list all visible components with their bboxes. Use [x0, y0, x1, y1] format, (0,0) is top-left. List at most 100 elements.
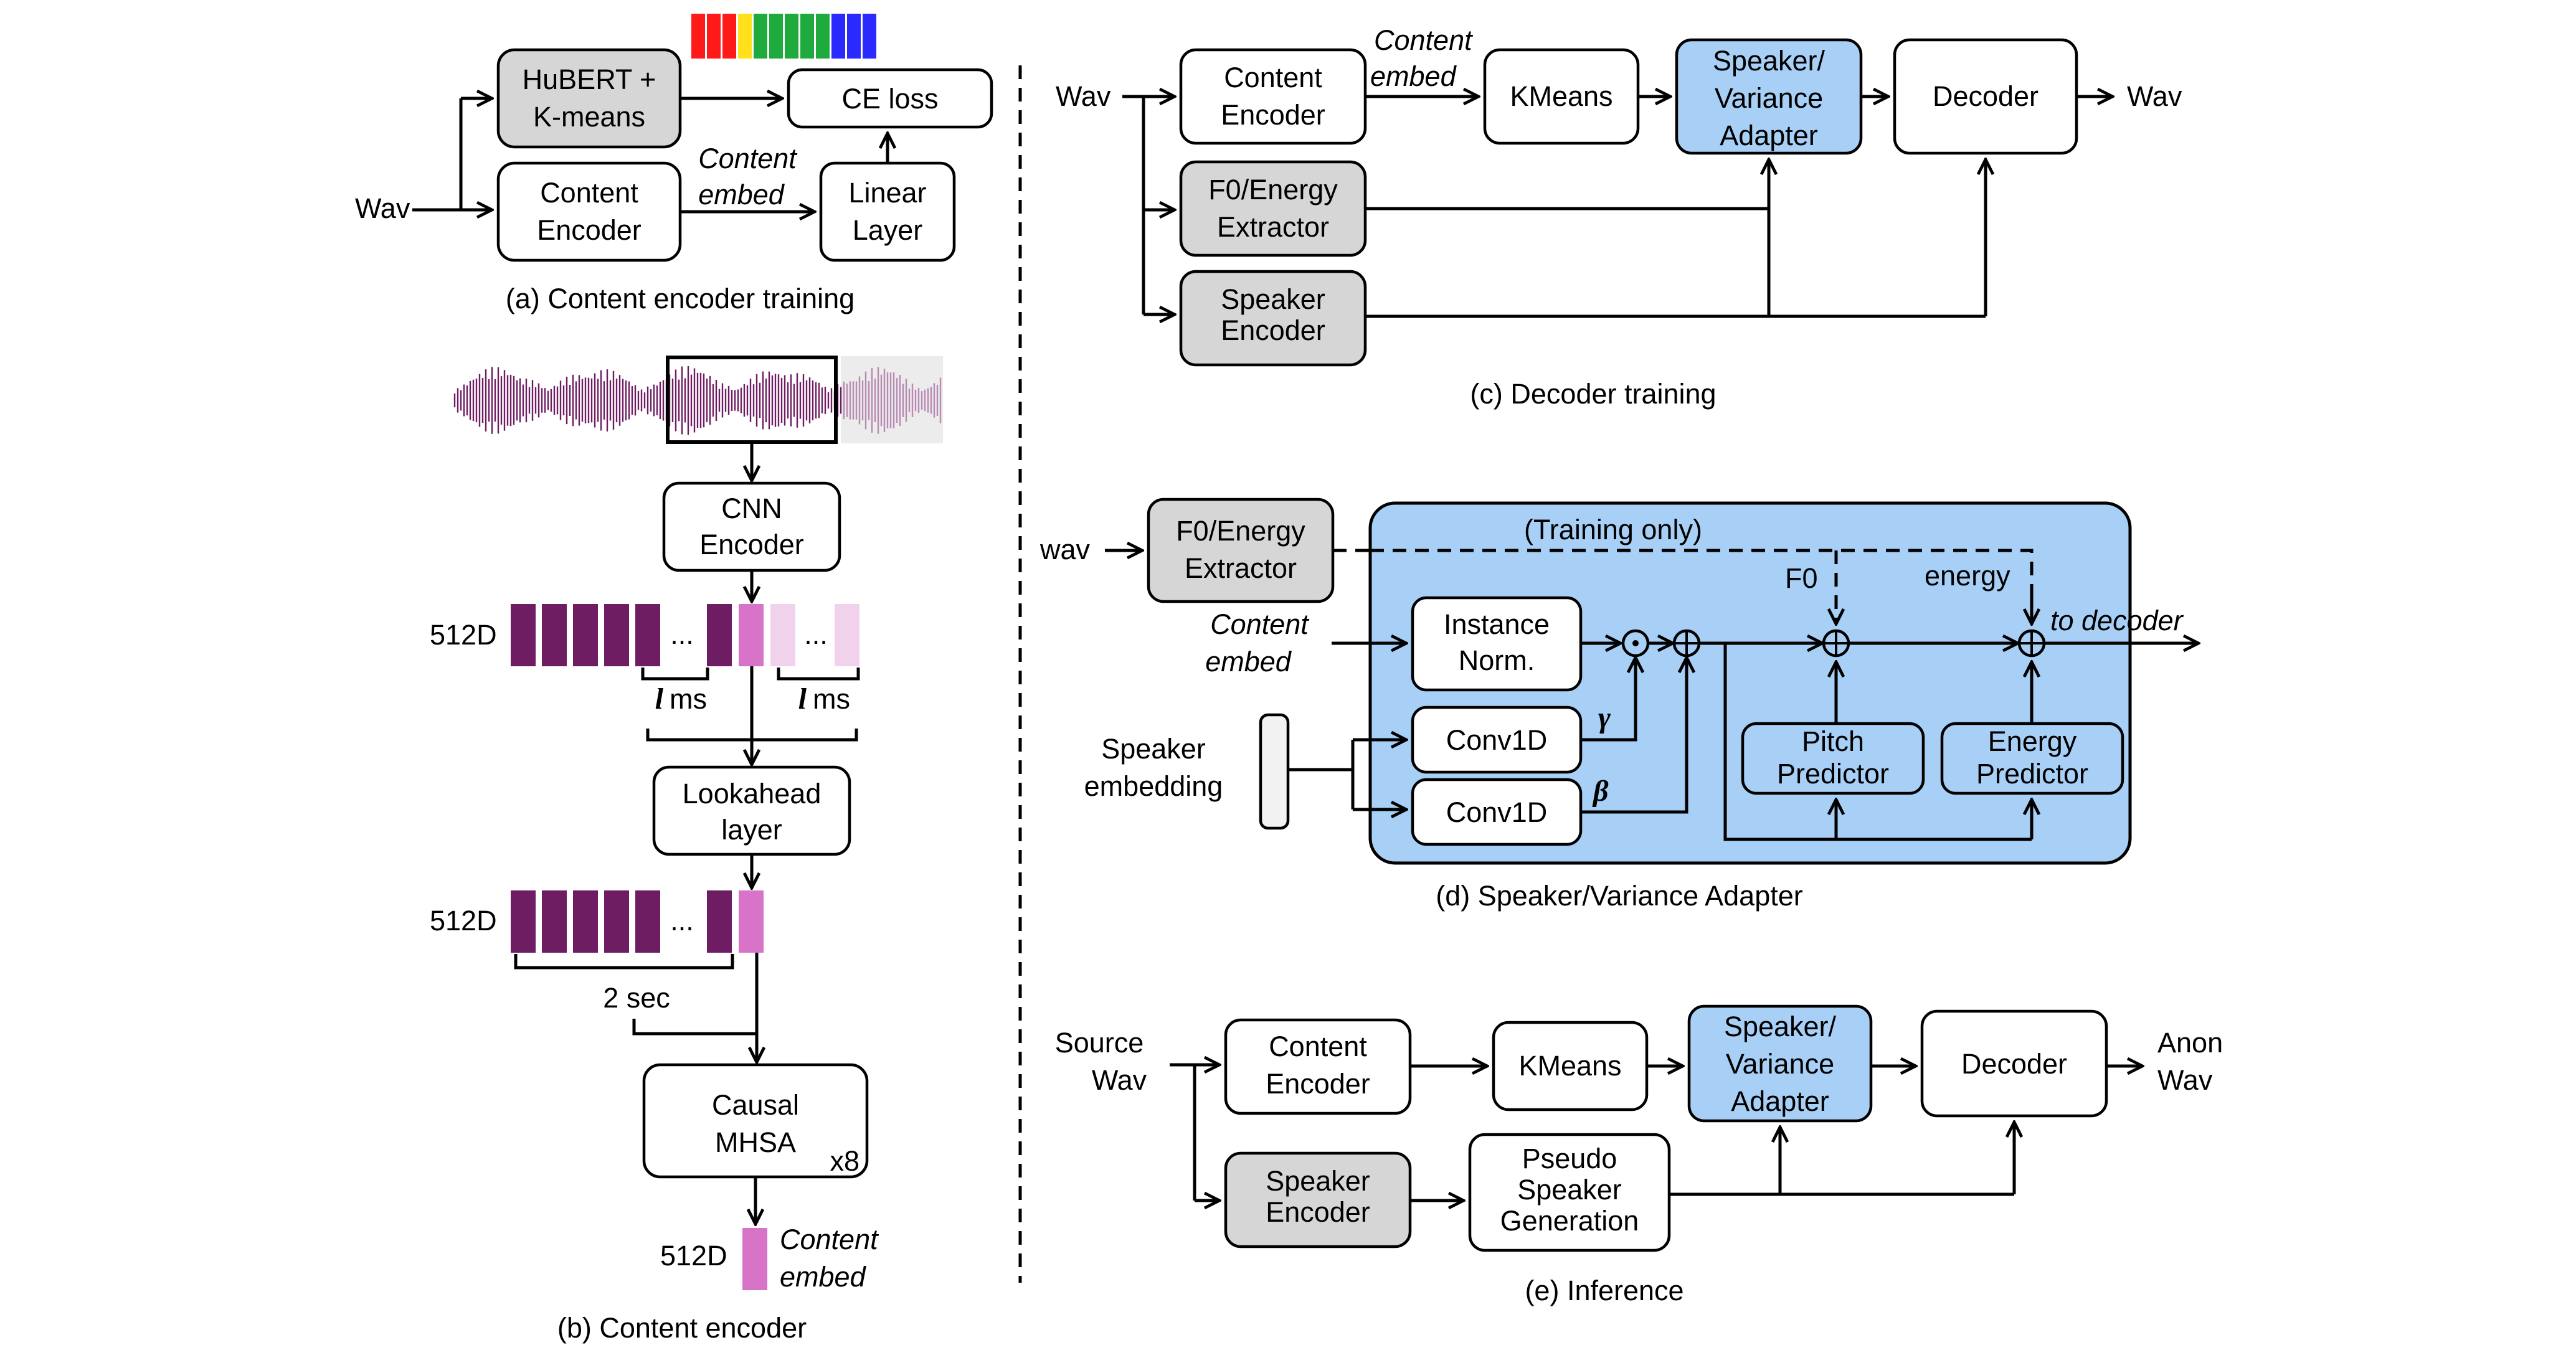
brace-left: [641, 668, 709, 681]
a-content-encoder-label-2: Encoder: [537, 214, 642, 246]
pseudo-label-2: Speaker: [1517, 1174, 1622, 1206]
mhsa-label-2: MHSA: [715, 1126, 796, 1158]
a-wav-label: Wav: [355, 192, 410, 224]
d-f0-energy-extractor-box: F0/Energy Extractor: [1147, 498, 1335, 603]
e-sva-label-1: Speaker/: [1724, 1011, 1837, 1042]
e-content-encoder-label-1: Content: [1269, 1031, 1367, 1062]
c-speaker-variance-adapter-box: Speaker/ Variance Adapter: [1675, 38, 1863, 155]
e-sva-label-2: Variance: [1726, 1048, 1834, 1080]
to-decoder-label: to decoder: [2050, 605, 2184, 636]
token-red-3: [722, 14, 736, 59]
pitch-label-2: Predictor: [1777, 758, 1889, 790]
add-operator-2: [1822, 629, 1850, 658]
frame-current: [739, 890, 764, 953]
x8-label: x8: [830, 1145, 859, 1177]
hubert-label-2: K-means: [533, 101, 645, 133]
c-f0-energy-extractor-box: F0/Energy Extractor: [1179, 160, 1367, 257]
d-content-embed-label-1: Content: [1210, 608, 1310, 640]
dim-label-2: 512D: [430, 905, 497, 937]
linear-layer-box: Linear Layer: [819, 161, 956, 262]
token-blue-2: [847, 14, 861, 59]
cnn-label-1: CNN: [721, 493, 782, 524]
token-green-5: [816, 14, 830, 59]
a-content-embed-label-1: Content: [698, 143, 798, 174]
f0-label: F0: [1785, 562, 1818, 594]
instance-norm-box: Instance Norm.: [1411, 596, 1583, 692]
c-content-encoder-label-1: Content: [1224, 62, 1322, 93]
energy-predictor-box: Energy Predictor: [1940, 722, 2124, 795]
c-wav-in-label: Wav: [1056, 80, 1111, 112]
pseudo-label-3: Generation: [1500, 1205, 1639, 1237]
pitch-predictor-box: Pitch Predictor: [1741, 722, 1925, 795]
frame-dark: [573, 604, 598, 666]
ellipsis-3: ...: [670, 905, 694, 937]
anon-wav-label-1: Anon: [2157, 1027, 2223, 1059]
pseudo-speaker-generation-box: Pseudo Speaker Generation: [1468, 1133, 1671, 1252]
future-context-shade: [841, 356, 943, 443]
speaker-embedding-label-2: embedding: [1084, 770, 1223, 802]
e-sva-label-3: Adapter: [1731, 1085, 1829, 1117]
lookahead-label-1: Lookahead: [683, 778, 822, 809]
a-content-encoder-label-1: Content: [540, 177, 638, 209]
panel-c-decoder-training: Wav Content Encoder Content embed KMeans…: [1056, 24, 2182, 410]
pitch-label-1: Pitch: [1802, 725, 1864, 757]
bracket-lookahead: [646, 729, 858, 742]
frame-dark: [604, 890, 629, 953]
speaker-embedding-vector: [1259, 713, 1290, 830]
e-speaker-variance-adapter-box: Speaker/ Variance Adapter: [1687, 1004, 1873, 1123]
frame-dark: [542, 890, 567, 953]
frame-dark: [604, 604, 629, 666]
c-content-embed-label-2: embed: [1370, 60, 1457, 92]
frame-dark: [635, 604, 660, 666]
c-sva-label-2: Variance: [1715, 82, 1823, 114]
d-f0-label-1: F0/Energy: [1176, 515, 1305, 547]
token-green-1: [754, 14, 767, 59]
e-content-encoder-box: Content Encoder: [1224, 1018, 1412, 1115]
c-content-embed-label-1: Content: [1374, 24, 1474, 56]
e-decoder-box: Decoder: [1920, 1009, 2108, 1118]
b-content-embed-label-2: embed: [780, 1261, 867, 1293]
embedding-frames-row-1: [511, 604, 859, 666]
frame-dark: [511, 604, 536, 666]
c-speaker-encoder-label-2: Encoder: [1221, 314, 1325, 346]
inorm-label-1: Instance: [1444, 608, 1550, 640]
frame-dark: [707, 604, 732, 666]
frame-dark: [707, 890, 732, 953]
causal-mhsa-box: Causal MHSA x8: [642, 1063, 869, 1179]
d-wav-label: wav: [1039, 534, 1091, 565]
token-red-2: [707, 14, 721, 59]
frame-dark: [635, 890, 660, 953]
training-only-label: (Training only): [1524, 514, 1702, 545]
dim-label-3: 512D: [660, 1240, 727, 1272]
beta-symbol: β: [1592, 775, 1609, 808]
lookahead-layer-box: Lookahead layer: [652, 765, 851, 856]
dim-label-1: 512D: [430, 619, 497, 651]
lms-label-left: ms: [670, 683, 707, 715]
e-kmeans-label: KMeans: [1518, 1050, 1621, 1082]
two-sec-label: 2 sec: [603, 982, 670, 1014]
c-wav-out-label: Wav: [2127, 80, 2182, 112]
linear-label-1: Linear: [848, 177, 926, 209]
hubert-kmeans-box: HuBERT + K-means: [496, 48, 682, 149]
a-content-encoder-box: Content Encoder: [496, 161, 682, 262]
lms-label-right: ms: [813, 683, 850, 715]
cnn-encoder-box: CNN Encoder: [662, 481, 841, 572]
mhsa-label-1: Causal: [712, 1089, 799, 1121]
a-content-embed-label-2: embed: [698, 179, 785, 210]
source-wav-label-1: Source: [1055, 1027, 1144, 1059]
token-green-2: [769, 14, 783, 59]
pseudo-label-1: Pseudo: [1522, 1143, 1617, 1174]
energy-pred-label-1: Energy: [1988, 725, 2077, 757]
c-speaker-encoder-box: Speaker Encoder: [1179, 270, 1367, 367]
gamma-symbol: γ: [1598, 701, 1611, 734]
c-sva-label-3: Adapter: [1720, 120, 1818, 151]
conv1d-label-2: Conv1D: [1446, 796, 1548, 828]
c-sva-label-1: Speaker/: [1713, 45, 1825, 77]
add-operator-3: [2017, 629, 2046, 658]
source-wav-label-2: Wav: [1092, 1064, 1147, 1096]
linear-label-2: Layer: [853, 214, 923, 246]
window-frame: [666, 356, 838, 444]
frame-current: [739, 604, 764, 666]
energy-pred-label-2: Predictor: [1976, 758, 2088, 790]
